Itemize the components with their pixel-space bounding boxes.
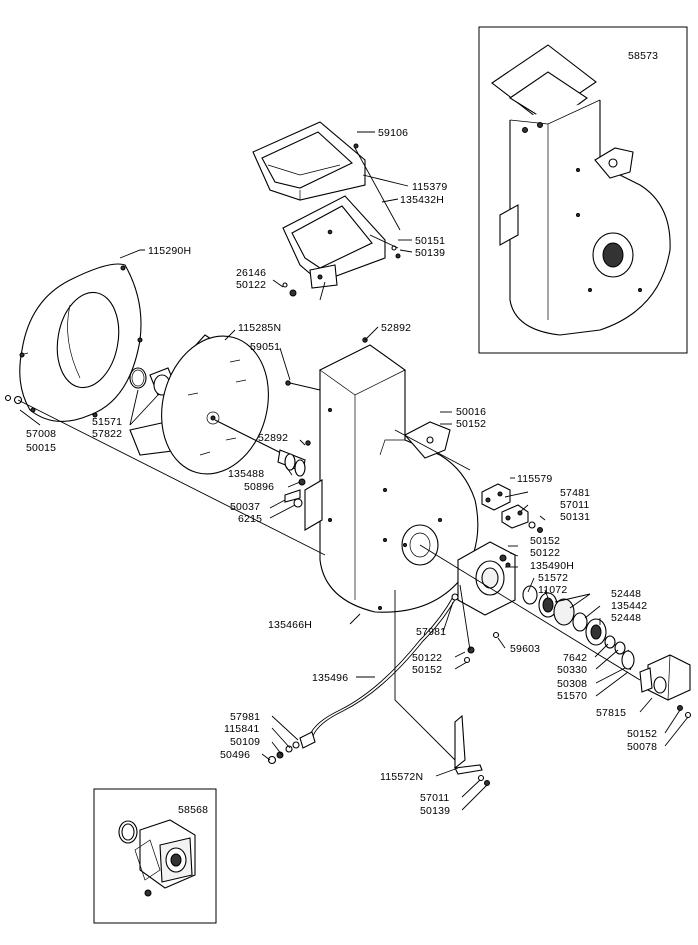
label-50152-flange: 50152 bbox=[530, 535, 560, 547]
label-52448-b: 52448 bbox=[611, 612, 641, 624]
hydraulic-hose-135496 bbox=[267, 593, 459, 765]
label-50109: 50109 bbox=[230, 736, 260, 748]
label-50016: 50016 bbox=[456, 406, 486, 418]
label-57981-upper: 57981 bbox=[416, 626, 446, 638]
bolt-26146 bbox=[282, 282, 288, 288]
label-51572: 51572 bbox=[538, 572, 568, 584]
inset-label-top: 58573 bbox=[628, 50, 658, 62]
label-50152-lower: 50152 bbox=[412, 664, 442, 676]
hopper-chute-top bbox=[252, 121, 366, 201]
label-115285N: 115285N bbox=[238, 322, 281, 334]
label-115841: 115841 bbox=[224, 723, 259, 735]
bearing-stack bbox=[522, 585, 635, 671]
impeller-115285N bbox=[129, 334, 269, 475]
label-50122-top: 50122 bbox=[236, 279, 266, 291]
bolt-52892 bbox=[305, 440, 311, 446]
bearing-assembly-drawing bbox=[118, 819, 196, 897]
label-7642: 7642 bbox=[563, 652, 587, 664]
label-57822: 57822 bbox=[92, 428, 122, 440]
label-135466H: 135466H bbox=[268, 619, 312, 631]
bracket-115572N bbox=[454, 714, 490, 786]
washer-50152-lower bbox=[463, 656, 471, 664]
label-135488: 135488 bbox=[228, 468, 264, 480]
washer-6215 bbox=[293, 498, 303, 508]
label-115579: 115579 bbox=[517, 473, 552, 485]
label-52892-top: 52892 bbox=[381, 322, 411, 334]
bolt-59106 bbox=[353, 143, 359, 149]
label-52892-mid: 52892 bbox=[258, 432, 288, 444]
label-57815: 57815 bbox=[596, 707, 626, 719]
label-135496: 135496 bbox=[312, 672, 348, 684]
nut-50139 bbox=[395, 253, 401, 259]
shaft-135488 bbox=[214, 419, 306, 477]
connector-115579 bbox=[481, 483, 543, 533]
bolt-59051 bbox=[285, 380, 291, 386]
part-labels: 58573 58568 59106 115379 135432H 50151 5… bbox=[26, 50, 658, 817]
label-50496: 50496 bbox=[220, 749, 250, 761]
label-50078: 50078 bbox=[627, 741, 657, 753]
label-57008: 57008 bbox=[26, 428, 56, 440]
label-11072: 11072 bbox=[538, 584, 567, 596]
label-50896: 50896 bbox=[244, 481, 274, 493]
label-26146: 26146 bbox=[236, 267, 266, 279]
retaining-ring-51571 bbox=[129, 367, 147, 389]
label-115572N: 115572N bbox=[380, 771, 423, 783]
hopper-chute-lower bbox=[282, 195, 386, 289]
label-50152-upper: 50152 bbox=[456, 418, 486, 430]
inset-label-bottom: 58568 bbox=[178, 804, 208, 816]
bearing-flange-135490H bbox=[457, 541, 516, 639]
label-52448-a: 52448 bbox=[611, 588, 641, 600]
label-59603: 59603 bbox=[510, 643, 540, 655]
label-50122-lower: 50122 bbox=[412, 652, 442, 664]
label-51571: 51571 bbox=[92, 416, 122, 428]
inset-box-top bbox=[478, 26, 688, 354]
label-50015: 50015 bbox=[26, 442, 56, 454]
label-57011-mid: 57011 bbox=[560, 499, 589, 511]
label-59051: 59051 bbox=[250, 341, 280, 353]
assembled-housing-drawing bbox=[491, 44, 671, 336]
label-59106: 59106 bbox=[378, 127, 408, 139]
nut-50122-lower bbox=[467, 646, 475, 654]
nut-50122 bbox=[289, 289, 297, 297]
label-50139-lower: 50139 bbox=[420, 805, 450, 817]
label-57981-lower: 57981 bbox=[230, 711, 260, 723]
label-57011-lower: 57011 bbox=[420, 792, 449, 804]
label-50139-top: 50139 bbox=[415, 247, 445, 259]
label-115290H: 115290H bbox=[148, 245, 191, 257]
bolt-57008 bbox=[4, 394, 12, 402]
label-50152-motor: 50152 bbox=[627, 728, 657, 740]
label-135490H: 135490H bbox=[530, 560, 574, 572]
label-50151: 50151 bbox=[415, 235, 445, 247]
label-135442: 135442 bbox=[611, 600, 647, 612]
label-51570: 51570 bbox=[557, 690, 587, 702]
label-50131: 50131 bbox=[560, 511, 590, 523]
blower-housing-135466H bbox=[304, 344, 479, 613]
label-135432H: 135432H bbox=[400, 194, 444, 206]
label-50330: 50330 bbox=[557, 664, 587, 676]
label-6215: 6215 bbox=[238, 513, 262, 525]
label-50308: 50308 bbox=[557, 678, 587, 690]
inset-box-bottom bbox=[93, 788, 217, 924]
hydraulic-motor-57815 bbox=[639, 654, 692, 719]
label-50122-flange: 50122 bbox=[530, 547, 560, 559]
leader-lines bbox=[17, 131, 689, 811]
label-57481: 57481 bbox=[560, 487, 590, 499]
label-115379: 115379 bbox=[412, 181, 447, 193]
label-50037: 50037 bbox=[230, 501, 260, 513]
fan-cover bbox=[19, 263, 143, 422]
